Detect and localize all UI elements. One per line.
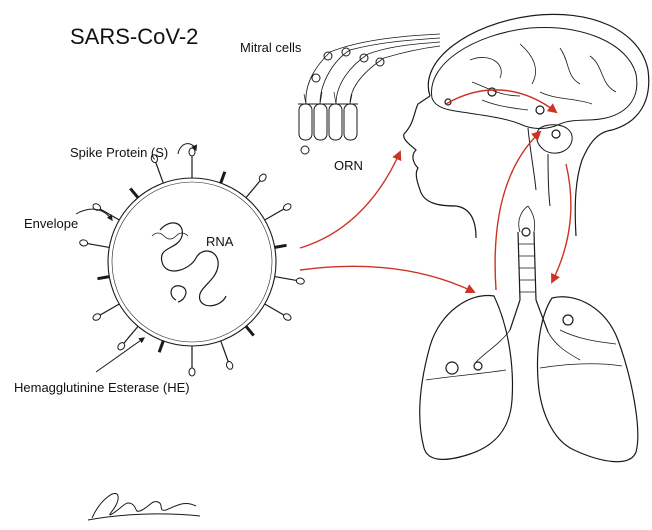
spike-protein-head [92,312,102,321]
spike-protein-stalk [246,181,260,198]
infection-route-arrows [300,90,571,292]
arrow-virus-to-lungs [300,266,474,292]
diagram-title: SARS-CoV-2 [70,24,198,50]
virus-small-orn [301,146,309,154]
lungs-and-trachea [420,206,638,462]
spike-protein-label: Spike Protein (S) [70,145,168,160]
virus-particle [108,178,276,346]
spike-protein-head [189,368,195,376]
spike-protein-head [282,202,292,211]
olfactory-bulb [298,34,440,154]
envelope-label: Envelope [24,216,78,231]
left-lung [420,295,513,459]
brain-outline [431,27,636,128]
orn-cell-3 [329,104,342,140]
label-pointers [76,144,196,372]
spike-protein-stalk [100,209,119,220]
hemagglutinine-esterase-label: Hemagglutinine Esterase (HE) [14,380,190,395]
spike-protein-stalk [221,341,229,362]
cerebellum [537,125,573,153]
artist-signature [88,493,200,520]
spike-protein-stalk [100,304,119,315]
arrow-lungs-to-brain [495,132,540,290]
orn-cell-2 [314,104,327,140]
hemagglutinin-esterase-projection [275,245,287,247]
arrow-brain-to-lungs [552,164,571,282]
hemagglutinin-esterase-projection [246,326,254,335]
mitral-cell-fibers [306,34,440,104]
spike-protein-head [189,148,195,156]
spike-protein-stalk [265,209,284,220]
spike-protein-head [79,239,88,246]
orn-cell-4 [344,104,357,140]
hemagglutinin-esterase-projection [221,172,225,183]
envelope-pointer [76,209,112,220]
orn-label: ORN [334,158,363,173]
spike-protein-stalk [88,244,110,248]
right-lung [538,297,638,462]
hemagglutinin-esterase-projection [159,341,163,352]
trachea [510,232,548,332]
spike-protein-stalk [124,326,138,343]
spike-protein-stalk [156,162,164,183]
human-head [404,14,649,238]
rna-label: RNA [206,234,233,249]
spike-protein-head [282,312,292,321]
spike-protein-head [296,277,305,284]
spike-protein-stalk [265,304,284,315]
spike-protein-stalk [275,277,297,281]
mitral-cells-label: Mitral cells [240,40,301,55]
hemagglutinin-esterase-projection [97,277,109,279]
viral-envelope [108,178,276,346]
brain-stem [528,128,550,206]
spike-protein-head [225,361,233,371]
hemagglutinin-esterase-projection [130,188,138,197]
orn-cell-1 [299,104,312,140]
